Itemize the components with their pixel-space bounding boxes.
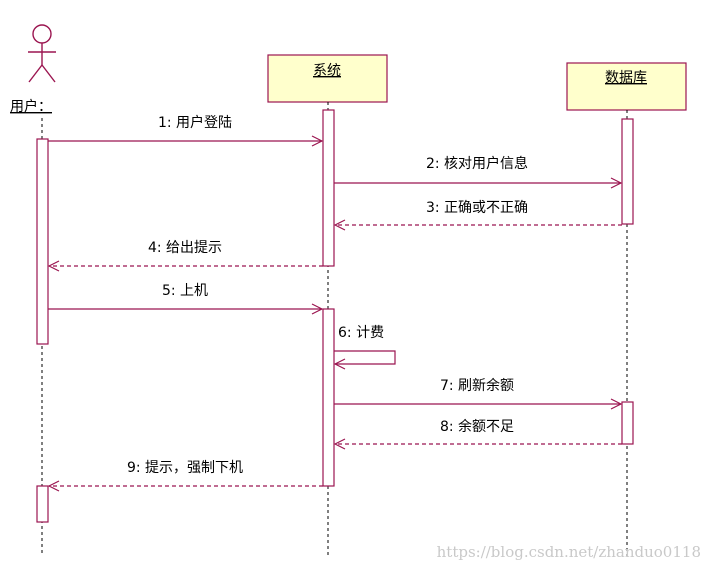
message-2-label: 2: 核对用户信息 — [426, 155, 528, 172]
user-actor: 用户： — [10, 24, 56, 115]
database-participant: 数据库 — [566, 62, 687, 111]
system-label: 系统 — [313, 63, 341, 79]
system-activation-2 — [322, 308, 335, 487]
database-activation-2 — [621, 401, 634, 445]
system-participant: 系统 — [267, 54, 388, 103]
message-6-label: 6: 计费 — [338, 325, 384, 341]
system-activation-1 — [322, 109, 335, 267]
message-6-self-arrow — [334, 350, 396, 364]
watermark-text: https://blog.csdn.net/zhanduo0118 — [437, 543, 701, 561]
database-label: 数据库 — [605, 70, 647, 86]
message-8-label: 8: 余额不足 — [440, 418, 514, 435]
user-label: 用户： — [10, 98, 52, 115]
database-box — [566, 62, 687, 111]
message-4-label: 4: 给出提示 — [148, 240, 222, 256]
message-9-label: 9: 提示，强制下机 — [127, 460, 243, 476]
user-activation-1 — [36, 138, 49, 345]
stick-figure-icon — [28, 24, 56, 83]
message-7-label: 7: 刷新余额 — [440, 377, 514, 394]
database-activation-1 — [621, 118, 634, 225]
message-5-label: 5: 上机 — [162, 283, 208, 299]
message-1-label: 1: 用户登陆 — [158, 114, 232, 131]
system-box — [267, 54, 388, 103]
message-3-label: 3: 正确或不正确 — [426, 200, 528, 216]
user-activation-2 — [36, 485, 49, 523]
